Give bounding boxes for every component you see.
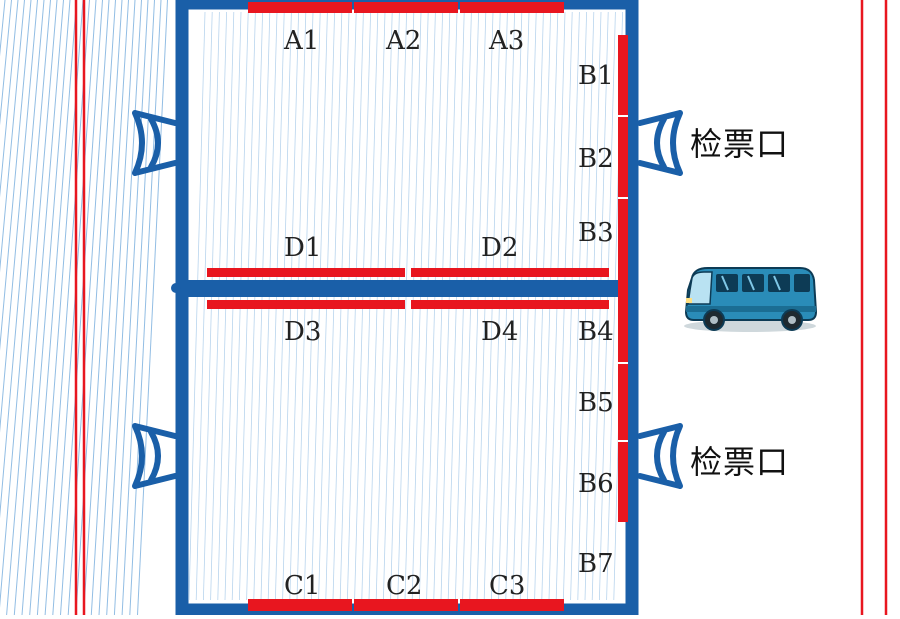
door-c2 xyxy=(354,599,458,611)
hatch-line xyxy=(189,11,206,601)
door-label-d3: D3 xyxy=(284,317,322,347)
door-a3 xyxy=(460,2,564,13)
door-label-d4: D4 xyxy=(481,317,519,347)
wall-joint xyxy=(171,283,181,293)
hatch-line xyxy=(106,0,142,616)
door-label-b1: B1 xyxy=(578,61,614,91)
hatch-line xyxy=(0,0,12,126)
hatch-line xyxy=(0,0,51,608)
hatch-line xyxy=(0,0,38,433)
door-label-d1: D1 xyxy=(284,233,322,263)
hatch-line xyxy=(129,0,162,616)
doors-middle-d xyxy=(207,268,609,309)
hatch-line xyxy=(44,0,90,616)
hatch-line xyxy=(52,0,97,616)
door-label-c3: C3 xyxy=(489,571,526,601)
door-label-b2: B2 xyxy=(578,144,614,174)
hatch-line xyxy=(113,0,149,616)
hatch-line xyxy=(6,0,58,616)
hatch-line xyxy=(90,0,129,616)
door-label-d2: D2 xyxy=(481,233,519,263)
door-d1 xyxy=(207,268,405,277)
turnstile-icon xyxy=(132,110,178,176)
door-a2 xyxy=(354,2,458,13)
door-d4 xyxy=(411,300,609,309)
door-d2 xyxy=(411,268,609,277)
door-label-b4: B4 xyxy=(578,317,614,347)
hatch-line xyxy=(83,0,123,616)
b-door-divider xyxy=(618,440,628,442)
ticket-gate-label-lower: 检票口 xyxy=(690,443,790,481)
middle-dividing-wall xyxy=(176,280,624,297)
door-label-c2: C2 xyxy=(386,571,423,601)
hatch-line xyxy=(21,0,71,616)
hatch-line xyxy=(98,0,136,616)
hatch-line xyxy=(75,0,116,616)
hatch-line xyxy=(0,0,25,273)
turnstile-icon xyxy=(637,110,683,176)
b-door-divider xyxy=(618,115,628,117)
hatch-line xyxy=(137,0,168,616)
door-label-b5: B5 xyxy=(578,388,614,418)
door-label-b7: B7 xyxy=(578,549,614,579)
doors-top-a xyxy=(248,2,564,13)
door-c3 xyxy=(460,599,564,611)
hatch-line xyxy=(397,11,415,601)
hatch-line xyxy=(0,0,32,351)
hatch-line xyxy=(29,0,77,616)
b-door-dividers xyxy=(618,115,628,442)
turnstile-icon xyxy=(637,423,683,489)
hatch-line xyxy=(60,0,103,616)
door-d3 xyxy=(207,300,405,309)
door-label-a2: A2 xyxy=(386,26,422,56)
door-label-a1: A1 xyxy=(284,26,320,56)
door-label-c1: C1 xyxy=(284,571,321,601)
hatch-line xyxy=(13,0,64,616)
hatch-line xyxy=(121,0,155,616)
door-label-b6: B6 xyxy=(578,469,614,499)
doors-right-b-strip xyxy=(618,35,628,522)
hatch-line xyxy=(0,0,45,519)
bus-icon xyxy=(684,267,818,332)
turnstile-icon xyxy=(132,423,178,489)
doors-bottom-c xyxy=(248,599,564,611)
hatch-line xyxy=(0,0,19,198)
door-label-a3: A3 xyxy=(489,26,525,56)
hatch-line xyxy=(195,11,213,601)
door-a1 xyxy=(248,2,352,13)
b-door-divider xyxy=(618,362,628,364)
b-door-divider xyxy=(618,197,628,199)
door-label-b3: B3 xyxy=(578,218,614,248)
ticket-gate-label-upper: 检票口 xyxy=(690,125,790,163)
door-c1 xyxy=(248,599,352,611)
